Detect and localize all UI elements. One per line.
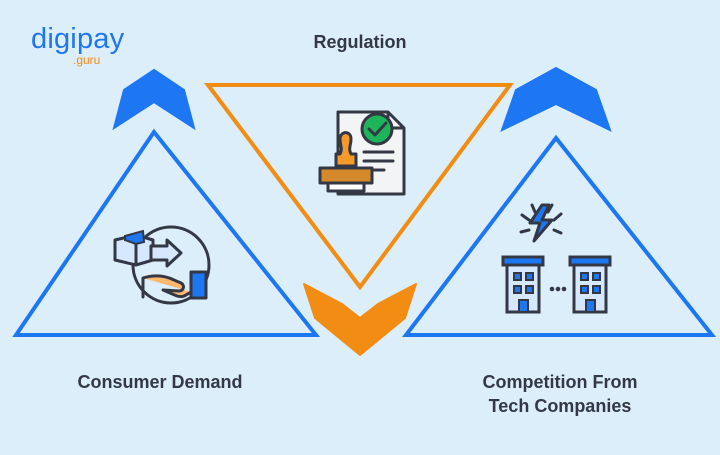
left-up-chevron bbox=[112, 68, 196, 131]
logo-pay-text: pay bbox=[76, 23, 125, 55]
digipay-logo: digipay .guru bbox=[31, 22, 131, 70]
down-chevron bbox=[303, 283, 417, 356]
logo-guru-text: .guru bbox=[73, 53, 101, 67]
competition-label-line-2: Tech Companies bbox=[488, 396, 632, 416]
competition-label: Competition From Tech Companies bbox=[430, 370, 690, 418]
logo-digi-text: digi bbox=[31, 23, 77, 55]
digipay-logo-text: digipay bbox=[31, 22, 124, 56]
hand-delivery-package-icon bbox=[113, 225, 211, 305]
consumer-demand-triangle bbox=[12, 128, 321, 337]
right-up-chevron bbox=[500, 66, 612, 132]
regulation-triangle bbox=[203, 83, 514, 291]
competing-buildings-lightning-icon bbox=[501, 203, 612, 314]
approved-document-stamp-icon bbox=[318, 110, 406, 196]
regulation-label: Regulation bbox=[313, 32, 407, 52]
competition-triangle bbox=[401, 134, 717, 337]
competition-label-line-1: Competition From bbox=[482, 372, 638, 392]
consumer-demand-label: Consumer Demand bbox=[77, 372, 243, 392]
